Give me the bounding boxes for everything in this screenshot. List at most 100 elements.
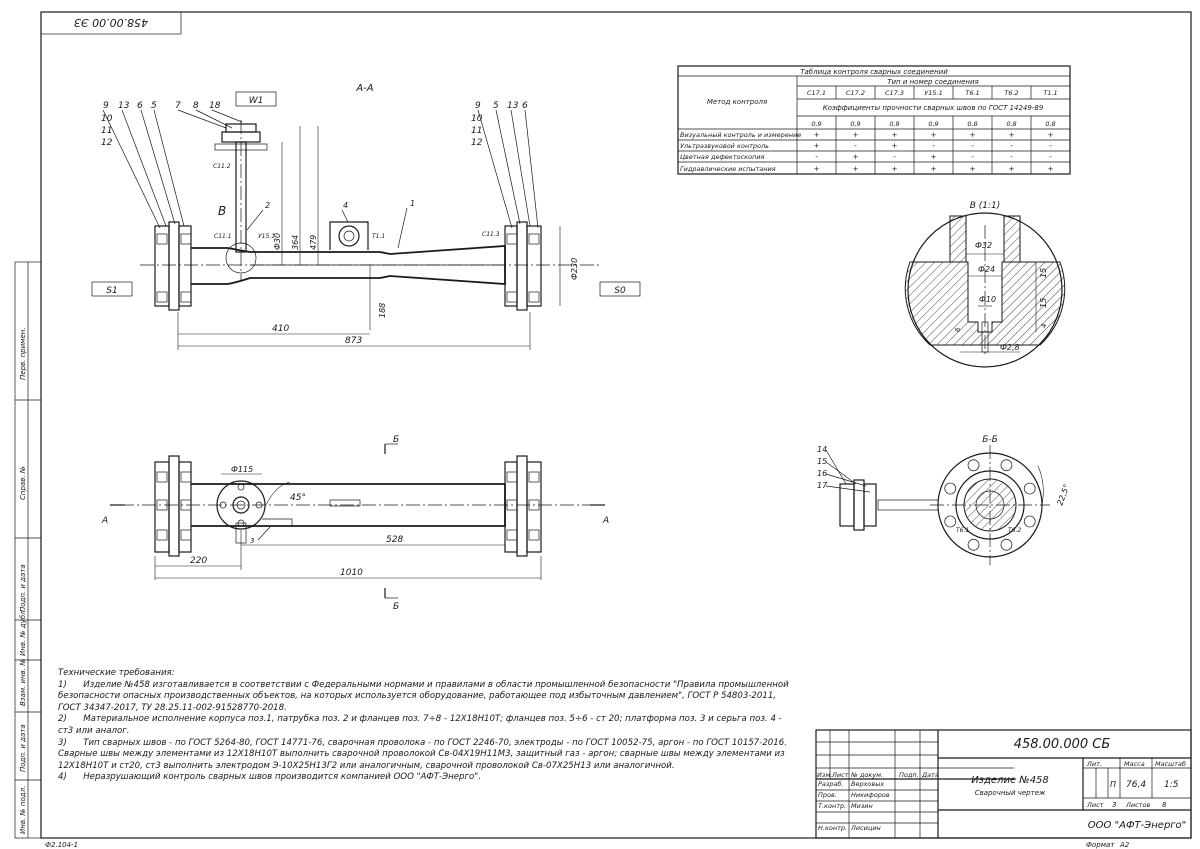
col-sign: Подп. xyxy=(899,771,919,779)
weld-table-title: Таблица контроля сварных соединений xyxy=(800,68,948,76)
role-2: Пров. xyxy=(818,791,837,799)
dim-1010: 1010 xyxy=(340,568,363,578)
callout-left-5: 7 xyxy=(175,101,181,111)
strip-label-1: Перв. примен. xyxy=(19,327,27,380)
weld-mark: - xyxy=(971,153,974,161)
weld-mark: + xyxy=(931,165,937,173)
callouts-left: 9 13 6 5 7 8 18 10 11 12 xyxy=(101,101,243,229)
bolt-hole xyxy=(1023,515,1036,528)
callout-left-7: 18 xyxy=(209,101,221,111)
weld-mark: - xyxy=(1049,153,1052,161)
rotated-code: 458.00.00 ЭЗ xyxy=(74,16,148,29)
role-name-2: Никифоров xyxy=(851,791,890,799)
weld-mark: + xyxy=(931,131,937,139)
weld-mark: + xyxy=(853,153,859,161)
callouts-right: 9 5 13 6 10 11 12 xyxy=(471,101,539,229)
callout-right-4: 6 xyxy=(522,101,528,111)
weld-mark: - xyxy=(1049,142,1052,150)
cut-a-left: А xyxy=(101,516,108,526)
form-code: Ф2.104-1 xyxy=(45,841,78,849)
weld-coef-7: 0,8 xyxy=(1045,120,1055,128)
role-name-5: Лисицин xyxy=(850,824,881,832)
dim-d115: Ф115 xyxy=(231,465,253,474)
col-izm: Изм. xyxy=(817,771,832,779)
weld-joint-7: Т1.1 xyxy=(1043,89,1057,97)
weld-c11-top: С11.2 xyxy=(213,163,231,170)
format-label: Формат xyxy=(1086,841,1115,849)
bb-callout-4: 17 xyxy=(817,481,828,490)
dim-d32: Ф32 xyxy=(975,241,992,250)
col-doc: № докум. xyxy=(850,771,883,779)
weld-mark: + xyxy=(970,165,976,173)
weld-mark: - xyxy=(971,142,974,150)
weld-mark: + xyxy=(814,131,820,139)
note-2-text: Материальное исполнение корпуса поз.1, п… xyxy=(58,714,782,736)
view-aa-dimensions: Ф30 364 479 188 410 873 Ф230 xyxy=(177,126,579,350)
weld-coef-1: 0,9 xyxy=(811,120,821,128)
weld-joint-1: С17.1 xyxy=(807,89,826,97)
lit-label: Лит. xyxy=(1086,760,1102,768)
callout-right-1: 9 xyxy=(475,101,481,111)
weld-method-4: Гидравлические испытания xyxy=(680,165,776,173)
view-bb-title: Б-Б xyxy=(982,435,998,445)
bolt-hole xyxy=(944,482,957,495)
scale-value: 1:5 xyxy=(1164,780,1179,790)
angle-22-5: 22,5° xyxy=(1055,483,1071,507)
weld-mark: + xyxy=(1048,165,1054,173)
callout-left-3: 6 xyxy=(137,101,143,111)
label-b: В xyxy=(218,204,226,218)
strip-label-6: Подп. и дата xyxy=(19,724,27,772)
callout-right-stack-1: 10 xyxy=(471,114,483,124)
part-2-label: 2 xyxy=(265,201,270,210)
col-list: Лист xyxy=(831,771,849,779)
weld-c11-right: С11.3 xyxy=(482,231,500,238)
dim-220: 220 xyxy=(190,556,207,566)
strip-label-5: Взам. инв. № xyxy=(19,658,27,706)
strip-label-2: Справ. № xyxy=(19,466,27,500)
callout-right-3: 13 xyxy=(507,101,519,111)
weld-mark: + xyxy=(892,165,898,173)
scale-label: Масштаб xyxy=(1155,760,1186,768)
weld-t62: Т6.2 xyxy=(1008,527,1021,534)
weld-mark: - xyxy=(932,142,935,150)
dim-479: 479 xyxy=(309,235,318,250)
weld-y15: У15.1 xyxy=(258,233,275,240)
weld-joint-6: Т6.2 xyxy=(1004,89,1018,97)
view-b-detail: В (1:1) Ф32 Ф24 Ф10 Ф2,8 15 15 4 6 xyxy=(904,201,1066,368)
callout-right-stack-3: 12 xyxy=(471,138,483,148)
dim-d10: Ф10 xyxy=(979,295,996,304)
weld-t61: Т6.1 xyxy=(956,527,969,534)
callout-left-4: 5 xyxy=(151,101,157,111)
note-3-text: Тип сварных швов - по ГОСТ 5264-80, ГОСТ… xyxy=(58,737,787,771)
dim-873: 873 xyxy=(345,336,362,346)
left-strip: Перв. примен. Справ. № Подп. и дата Инв.… xyxy=(14,261,42,839)
view-aa-title: А-А xyxy=(355,83,373,94)
angle-45: 45° xyxy=(290,493,306,503)
bb-callout-3: 16 xyxy=(817,469,827,478)
weld-table-coef-header: Коэффициенты прочности сварных швов по Г… xyxy=(823,104,1044,112)
weld-coef-3: 0,9 xyxy=(889,120,899,128)
cut-b-top: Б xyxy=(393,435,399,445)
weld-c11-left: С11.1 xyxy=(214,233,232,240)
weld-mark: + xyxy=(1009,131,1015,139)
part-3-label: 3 xyxy=(250,537,254,545)
title-block: 458.00.000 СБ Изделие №458 Сварочный чер… xyxy=(815,729,1192,839)
note-3-num: 3) xyxy=(58,737,67,748)
role-5: Н.контр. xyxy=(818,824,847,832)
company-name: ООО "АФТ-Энерго" xyxy=(1088,820,1187,831)
cut-b-bottom: Б xyxy=(393,602,399,612)
note-4-text: Неразрушающий контроль сварных швов прои… xyxy=(83,772,481,783)
label-s0: S0 xyxy=(614,286,626,296)
weld-mark: + xyxy=(892,131,898,139)
weld-joint-5: Т6.1 xyxy=(965,89,979,97)
callout-left-stack-2: 11 xyxy=(101,126,112,136)
weld-mark: - xyxy=(854,142,857,150)
view-aa: А-А W1 S1 S0 xyxy=(91,83,641,350)
weld-method-3: Цветная дефектоскопия xyxy=(680,153,765,161)
callout-left-stack-3: 12 xyxy=(101,138,113,148)
weld-mark: - xyxy=(1010,142,1013,150)
callout-left-6: 8 xyxy=(193,101,199,111)
part-1-label: 1 xyxy=(410,199,415,208)
strip-label-7: Инв. № подл. xyxy=(19,786,27,834)
